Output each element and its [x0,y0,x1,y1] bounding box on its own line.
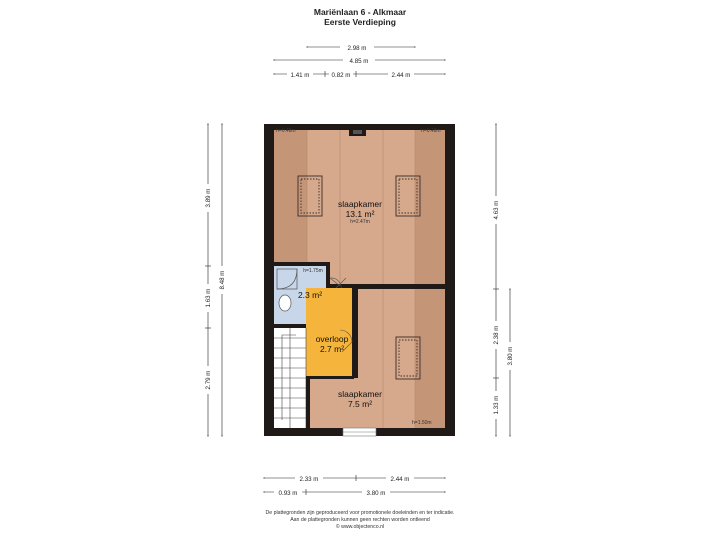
dim-top-3c: 2.44 m [392,72,411,79]
dim-left-b: 1.63 m [205,289,212,308]
dim-left-a: 3.89 m [205,189,212,208]
interior-wall [356,284,445,289]
skylight [297,175,323,217]
interior-wall [306,376,354,379]
landing-floor [306,328,352,378]
floor-title: Eerste Verdieping [324,17,396,27]
dim-right-a: 4.63 m [493,201,500,220]
address-title: Mariënlaan 6 - Alkmaar [313,7,407,17]
staircase [274,328,307,428]
bedroom-door [335,277,347,289]
dim-top-3b: 0.82 m [332,72,351,79]
interior-wall [274,262,328,266]
footer-disclaimer-2: Aan de plattegronden kunnen geen rechten… [290,517,430,523]
dim-left-total: 8.48 m [219,271,226,290]
dim-right-total: 3.80 m [507,347,514,366]
interior-wall [352,288,358,418]
dimension-lines-right [493,123,512,437]
height-top-right: h=0.48m [421,128,441,134]
footer-disclaimer-1: De plattegronden zijn geproduceerd voor … [265,510,455,516]
room-area-bedroom-small: 7.5 m² [347,399,373,409]
room-name-bedroom-small: slaapkamer [338,389,382,399]
dim-right-c: 1.33 m [493,396,500,415]
dim-bottom-2b: 3.80 m [367,490,386,497]
skylight [395,336,421,380]
dim-bottom-1a: 2.33 m [300,476,319,483]
shower [276,268,298,290]
dim-bottom-1b: 2.44 m [391,476,410,483]
room-area-landing: 2.7 m² [319,344,345,354]
dim-top-2: 4.85 m [350,58,369,65]
room-name-bedroom-large: slaapkamer [338,199,382,209]
dim-top-1: 2.98 m [348,45,367,52]
toilet [278,294,292,312]
landing-door [339,329,353,353]
height-bottom-right: h=1.50m [412,420,432,426]
room-area-bathroom: 2.3 m² [297,290,323,300]
interior-wall [274,324,330,328]
room-area-bedroom-large: 13.1 m² [345,209,375,219]
skylight [395,175,421,217]
dim-right-b: 2.38 m [493,326,500,345]
dim-left-c: 2.79 m [205,371,212,390]
interior-wall [306,376,310,428]
room-height-bathroom: h=1.75m [303,268,323,274]
room-height-bedroom-large: h=2.47m [350,219,370,225]
dim-top-3a: 1.41 m [291,72,310,79]
height-top-left: h=0.48m [276,128,296,134]
room-name-landing: overloop [315,334,349,344]
footer-copyright: © www.objectenco.nl [335,524,385,530]
dim-bottom-2a: 0.93 m [279,490,298,497]
